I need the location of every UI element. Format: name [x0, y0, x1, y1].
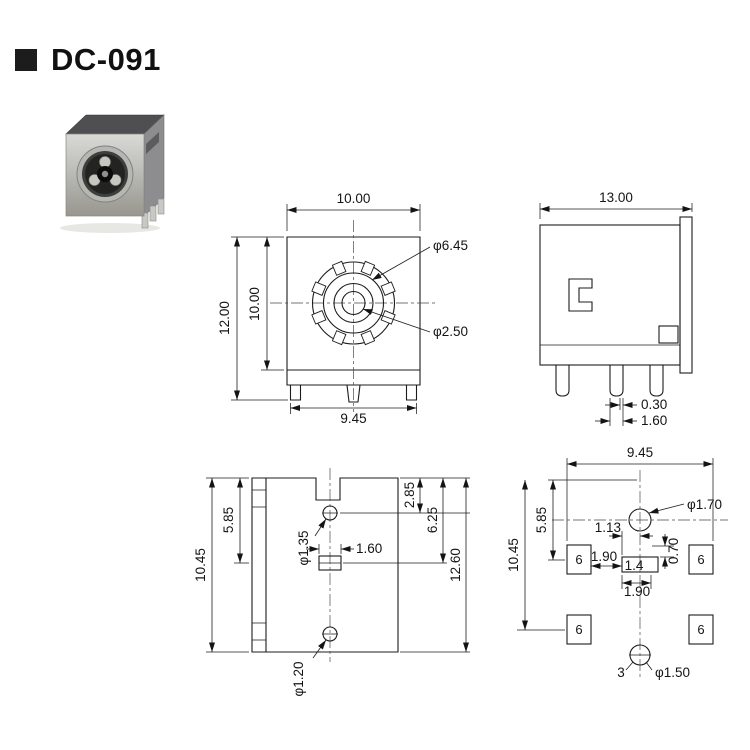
- side-body-outline: [539, 224, 681, 366]
- side-flange: [679, 216, 693, 374]
- connector-pin: [149, 205, 157, 222]
- leader-shield-dia: [371, 246, 431, 281]
- center-pad: [621, 556, 659, 573]
- dim-pin-dia: φ2.50: [433, 324, 468, 339]
- front-leg-left: [289, 385, 302, 401]
- barrel-circle: [322, 272, 385, 334]
- dim-offset-a: 1.13: [595, 520, 621, 535]
- dim-row-offset: 5.85: [534, 507, 549, 533]
- dim-pad-gap: 1.90: [591, 549, 617, 564]
- photo-shadow: [60, 223, 160, 233]
- leader-center-hole: [648, 503, 685, 514]
- pad-top-right: [688, 544, 714, 575]
- leader-lower-hole: [312, 639, 327, 659]
- dim-side-width: 13.00: [599, 190, 633, 205]
- connector-pin: [157, 198, 165, 215]
- dim-slot-width: 1.60: [356, 541, 382, 556]
- side-pin: [555, 365, 570, 397]
- dim-bottom-pin-dia: φ1.50: [655, 665, 690, 680]
- shield-notch: [360, 260, 376, 276]
- product-photo: [60, 114, 165, 233]
- side-pin: [609, 365, 624, 397]
- leader-pin-dia: [362, 308, 431, 333]
- dim-top-to-pin: 10.45: [193, 548, 208, 582]
- dim-side-gap: 0.30: [641, 397, 667, 412]
- side-view: 13.00 0.30 1.60: [539, 190, 693, 428]
- front-view: φ6.45 φ2.50 10.00 12.00 10.00 9.45: [217, 191, 468, 426]
- dim-front-overall-height: 12.00: [217, 301, 232, 335]
- shield-notch: [380, 281, 396, 296]
- profile-outline: [251, 477, 399, 653]
- front-center-tab: [346, 384, 361, 403]
- contact-claw: [99, 156, 111, 168]
- dim-bottom-width: 9.45: [627, 445, 653, 460]
- pad-label: 6: [575, 552, 582, 567]
- dim-overall-height: 12.60: [448, 548, 463, 582]
- leader-upper-hole: [314, 518, 327, 537]
- dim-pad-height: 1.4: [625, 558, 644, 573]
- dim-top-to-hole: 2.85: [402, 482, 417, 508]
- leader-pin-number: [625, 661, 634, 671]
- dim-side-pin-width: 1.60: [641, 413, 667, 428]
- pin-circle: [341, 290, 366, 316]
- dim-front-width: 10.00: [337, 191, 371, 206]
- center-hole: [628, 508, 652, 532]
- center-pin: [101, 170, 109, 178]
- profile-view: φ1.35 1.60 φ1.20 5.85 10.45: [193, 468, 470, 697]
- dim-front-inner-height: 10.00: [247, 287, 262, 321]
- dim-shield-dia: φ6.45: [433, 238, 468, 253]
- title-bullet-icon: [15, 49, 37, 71]
- dim-top-to-slot: 5.85: [221, 507, 236, 533]
- dim-offset-b: 0.70: [666, 538, 681, 564]
- pin-collar-circle: [333, 282, 374, 324]
- shield-notch: [311, 310, 327, 325]
- shield-notch: [311, 281, 327, 296]
- dim-front-base-width: 9.45: [340, 411, 366, 426]
- bottom-view: 9.45 φ1.70 6 6 6 6 5.85 10.45: [506, 445, 728, 680]
- pad-label: 6: [575, 622, 582, 637]
- side-pin: [649, 365, 664, 397]
- shield-notch: [331, 330, 347, 346]
- front-body-outline: [286, 236, 421, 386]
- shield-ring: [311, 261, 396, 345]
- leader-pin-dia: [645, 661, 653, 671]
- side-block-detail: [658, 325, 679, 344]
- shield-notch: [331, 260, 347, 276]
- front-leg-right: [405, 385, 418, 401]
- pad-label: 6: [697, 552, 704, 567]
- dim-top-to-slot-center: 6.25: [425, 507, 440, 533]
- dim-hole-upper-dia: φ1.35: [296, 530, 311, 565]
- connector-pin: [141, 212, 149, 229]
- pad-bottom-right: [688, 614, 714, 645]
- side-clip-detail: [568, 278, 593, 312]
- pad-bottom-left: [566, 614, 592, 645]
- page-title: DC-091: [51, 42, 161, 77]
- dim-center-hole-dia: φ1.70: [687, 497, 722, 512]
- shield-notch: [360, 330, 376, 346]
- header: DC-091: [15, 42, 161, 78]
- side-slot-detail: [146, 132, 159, 154]
- pin-number-label: 3: [617, 665, 625, 680]
- dim-pad-width: 1.90: [624, 584, 650, 599]
- dim-row-span: 10.45: [506, 538, 521, 572]
- dim-hole-lower-dia: φ1.20: [291, 661, 306, 696]
- pad-label: 6: [697, 622, 704, 637]
- pad-top-left: [566, 544, 592, 575]
